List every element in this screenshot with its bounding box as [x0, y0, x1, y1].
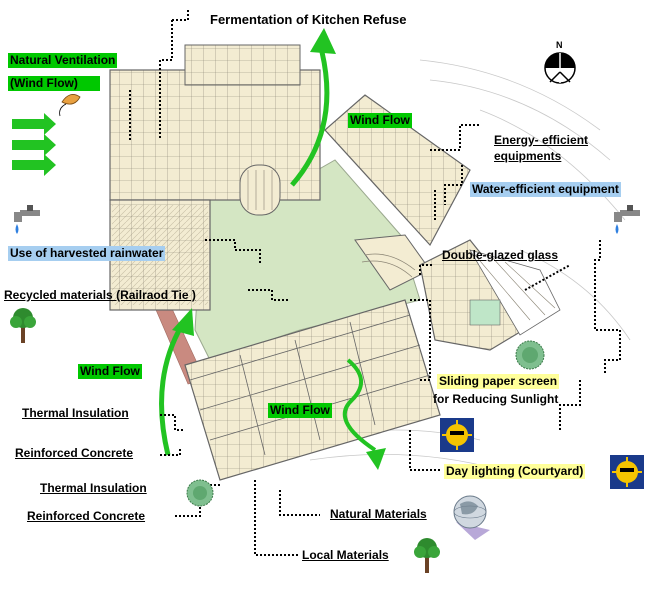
label-harvested-rainwater: Use of harvested rainwater	[8, 246, 166, 261]
label-day-lighting: Day lighting (Courtyard)	[444, 464, 586, 479]
label-local-materials: Local Materials	[302, 548, 389, 562]
wind-arrow-north-head	[310, 28, 336, 54]
tree-icon	[10, 308, 36, 343]
south-building	[184, 299, 441, 481]
wind-arrow-north	[290, 51, 330, 187]
label-natural-materials: Natural Materials	[330, 507, 427, 521]
wind-arrow-west	[159, 323, 185, 456]
label-thermal-insulation-1: Thermal Insulation	[22, 406, 129, 420]
wind-arrow-south	[342, 358, 377, 452]
north-compass-icon	[544, 52, 576, 84]
label-sliding-screen-1: Sliding paper screen	[437, 374, 560, 389]
west-wind-arrows	[12, 113, 56, 176]
grass-texture-icon	[515, 340, 545, 370]
grass-texture-icon-south	[186, 479, 214, 507]
faucet-icon	[14, 205, 40, 234]
sun-icon	[440, 418, 474, 452]
label-energy-efficient-1: Energy- efficient	[494, 133, 589, 147]
label-reinforced-concrete-2: Reinforced Concrete	[27, 509, 146, 523]
label-energy-efficient-2: equipments	[494, 149, 562, 163]
label-sliding-screen-2: for Reducing Sunlight	[433, 392, 559, 406]
east-building	[324, 94, 471, 291]
label-fermentation: Fermentation of Kitchen Refuse	[210, 12, 407, 27]
north-building	[109, 44, 321, 311]
label-wind-flow-left: Wind Flow	[78, 364, 142, 379]
label-natural-ventilation: Natural Ventilation	[8, 53, 118, 68]
sun-icon-daylight	[610, 455, 644, 489]
wind-arrow-south-head	[366, 448, 386, 470]
label-wind-flow-top: Wind Flow	[348, 113, 412, 128]
label-water-efficient: Water-efficient equipment	[470, 182, 621, 197]
label-reinforced-concrete-1: Reinforced Concrete	[15, 446, 134, 460]
leader-lines	[129, 10, 621, 556]
label-wind-flow-center: Wind Flow	[268, 403, 332, 418]
label-thermal-insulation-2: Thermal Insulation	[40, 481, 147, 495]
faucet-icon-east	[614, 205, 640, 234]
label-wind-flow-paren: (Wind Flow)	[8, 76, 100, 91]
globe-icon	[453, 495, 490, 540]
tree-icon-local	[414, 538, 440, 573]
southeast-building	[419, 239, 561, 351]
leaf-icon	[59, 94, 81, 117]
label-north: N	[556, 40, 563, 50]
wind-arrow-west-head	[172, 308, 194, 336]
label-recycled-materials: Recycled materials (Railraod Tie )	[4, 288, 196, 302]
label-double-glazed: Double-glazed glass	[442, 248, 559, 262]
